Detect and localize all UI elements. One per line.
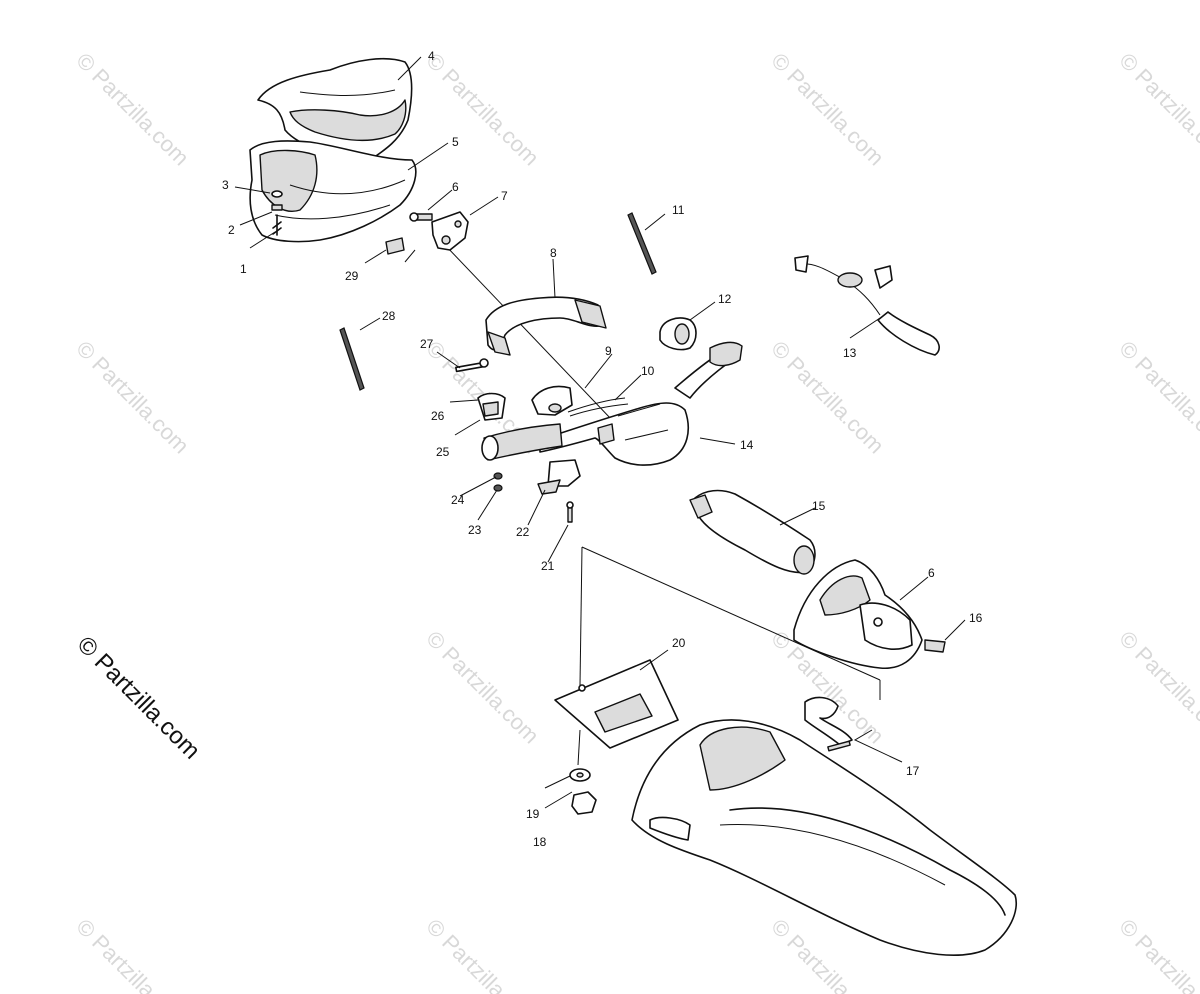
callout-15: 15 — [812, 499, 826, 513]
callout-25: 25 — [436, 445, 450, 459]
callout-27: 27 — [420, 337, 434, 351]
callout-23: 23 — [468, 523, 482, 537]
part-handlebar-cover — [257, 57, 413, 161]
callout-2: 2 — [228, 223, 235, 237]
callout-9: 9 — [605, 344, 612, 358]
watermark: © Partzilla.com — [1114, 914, 1200, 994]
part-plate — [554, 659, 679, 749]
callout-18: 18 — [533, 835, 547, 849]
part-tube — [485, 296, 607, 356]
part-rod-11 — [627, 212, 657, 275]
callout-8: 8 — [550, 246, 557, 260]
part-screw-27 — [455, 358, 489, 373]
part-steering-arm — [689, 489, 816, 575]
part-rod-28 — [339, 327, 365, 391]
part-clip — [804, 696, 853, 752]
callout-4: 4 — [428, 49, 435, 63]
watermark: © Partzilla.com — [421, 626, 544, 749]
watermark: © Partzilla.com — [421, 914, 544, 994]
callout-6: 6 — [452, 180, 459, 194]
part-washer-nut — [569, 768, 597, 815]
callout-17: 17 — [906, 764, 920, 778]
part-spring — [385, 237, 405, 255]
watermark: © Partzilla.com — [766, 336, 889, 459]
callout-26: 26 — [431, 409, 445, 423]
callout-7: 7 — [501, 189, 508, 203]
assembly-lines — [404, 244, 881, 766]
part-bolt-clamp — [409, 211, 469, 251]
callout-20: 20 — [672, 636, 686, 650]
part-cap — [659, 317, 697, 351]
part-small-fasteners — [271, 190, 283, 236]
callout-10: 10 — [641, 364, 655, 378]
callout-14: 14 — [740, 438, 754, 452]
callout-3: 3 — [222, 178, 229, 192]
watermark: © Partzilla.com — [71, 914, 194, 994]
part-switch-housing — [531, 385, 573, 416]
part-cable — [567, 397, 629, 417]
callout-6b: 6 — [928, 566, 935, 580]
part-lever-housing — [477, 392, 506, 421]
callout-5: 5 — [452, 135, 459, 149]
watermark: © Partzilla.com — [71, 48, 194, 171]
callout-19: 19 — [526, 807, 540, 821]
watermark: © Partzilla.com — [766, 48, 889, 171]
part-screw-21 — [566, 501, 574, 523]
callout-labels: 1 2 3 4 5 6 7 8 9 10 11 12 13 14 15 6 16… — [222, 49, 983, 849]
part-throttle-lever — [493, 459, 581, 495]
watermark-prominent: © Partzilla.com — [72, 631, 205, 764]
callout-22: 22 — [516, 525, 530, 539]
part-steering-housing — [793, 559, 946, 669]
callout-12: 12 — [718, 292, 732, 306]
callout-1: 1 — [240, 262, 247, 276]
part-hull — [631, 719, 1017, 956]
part-handlebar — [481, 341, 743, 466]
watermark: © Partzilla.com — [1114, 626, 1200, 749]
callout-11: 11 — [672, 203, 685, 217]
watermarks: © Partzilla.com © Partzilla.com © Partzi… — [71, 48, 1200, 994]
watermark: © Partzilla.com — [71, 336, 194, 459]
leader-lines — [234, 56, 966, 809]
callout-21: 21 — [541, 559, 555, 573]
callout-28: 28 — [382, 309, 396, 323]
watermark: © Partzilla.com — [1114, 48, 1200, 171]
watermark: © Partzilla.com — [421, 48, 544, 171]
callout-16: 16 — [969, 611, 983, 625]
callout-29: 29 — [345, 269, 359, 283]
part-lanyard — [794, 255, 940, 356]
callout-24: 24 — [451, 493, 465, 507]
watermark: © Partzilla.com — [1114, 336, 1200, 459]
callout-13: 13 — [843, 346, 857, 360]
